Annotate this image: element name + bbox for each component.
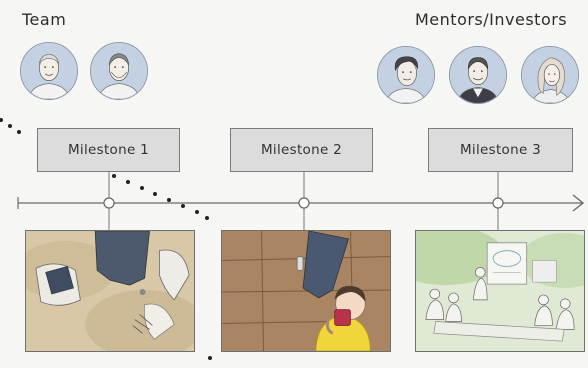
mentor-avatar-3 xyxy=(521,46,579,104)
team-heading: Team xyxy=(22,10,67,29)
mentor-avatar-2 xyxy=(449,46,507,104)
milestone-1-node xyxy=(103,197,115,209)
milestone-3-box: Milestone 3 xyxy=(428,128,573,172)
team-member-avatar-1 xyxy=(20,42,78,100)
team-member-avatar-2 xyxy=(90,42,148,100)
milestone-3-node xyxy=(492,197,504,209)
milestone-3-scene-illustration xyxy=(415,230,585,352)
milestone-1-scene-illustration xyxy=(25,230,195,352)
milestone-2-node xyxy=(298,197,310,209)
milestone-2-scene-illustration xyxy=(221,230,391,352)
timeline-arrowhead xyxy=(572,194,585,212)
mentor-avatar-1 xyxy=(377,46,435,104)
milestone-2-box: Milestone 2 xyxy=(230,128,373,172)
mentors-heading: Mentors/Investors xyxy=(415,10,568,29)
milestone-1-box: Milestone 1 xyxy=(37,128,180,172)
